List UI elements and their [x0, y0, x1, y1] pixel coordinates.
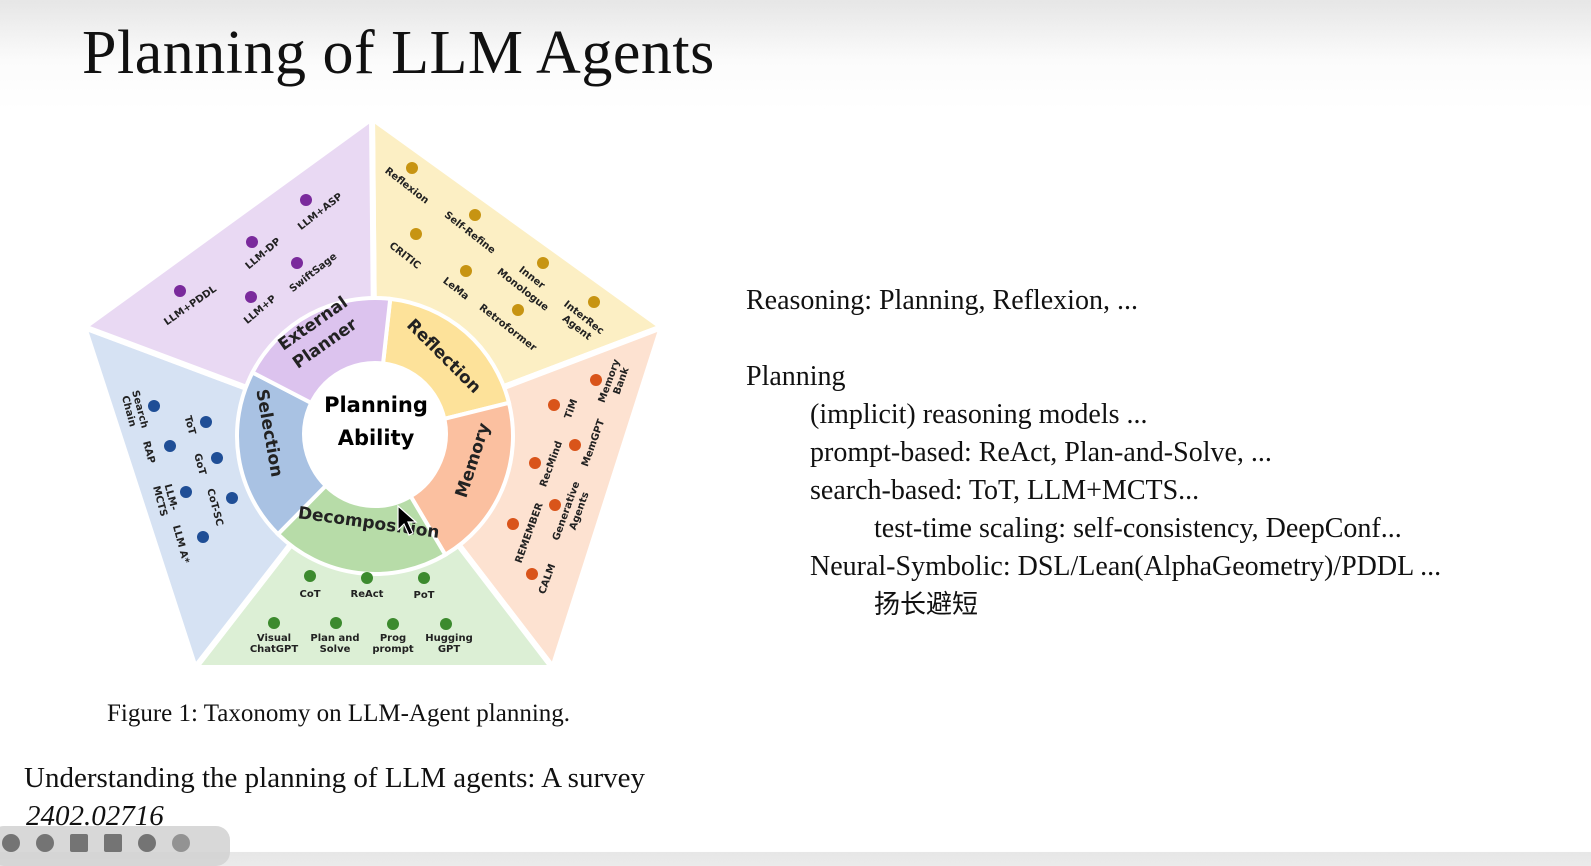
item-dot — [526, 568, 538, 580]
presentation-toolbar[interactable] — [0, 826, 230, 866]
item-dot — [245, 291, 257, 303]
center-label-line2: Ability — [338, 426, 415, 450]
item-dot — [549, 499, 561, 511]
slide-title: Planning of LLM Agents — [82, 19, 715, 87]
item-react: ReAct — [351, 589, 384, 600]
item-dot — [529, 457, 541, 469]
notes-line: Planning — [746, 361, 846, 392]
more-icon[interactable] — [172, 834, 190, 852]
item-dot — [164, 440, 176, 452]
item-dot — [246, 236, 258, 248]
item-dot — [361, 572, 373, 584]
item-dot — [590, 374, 602, 386]
notes-line: test-time scaling: self-consistency, Dee… — [874, 513, 1402, 544]
item-solve: Solve — [320, 644, 351, 655]
item-prompt: prompt — [372, 644, 414, 655]
item-dot — [330, 617, 342, 629]
item-dot — [211, 452, 223, 464]
notes-line: (implicit) reasoning models ... — [810, 399, 1148, 430]
item-dot — [440, 618, 452, 630]
item-dot — [268, 617, 280, 629]
item-prog: Prog — [380, 633, 406, 644]
item-dot — [548, 399, 560, 411]
item-dot — [174, 285, 186, 297]
item-dot — [418, 572, 430, 584]
item-dot — [410, 228, 422, 240]
center-circle — [302, 361, 448, 507]
notes-line: Neural-Symbolic: DSL/Lean(AlphaGeometry)… — [810, 551, 1442, 582]
item-gpt: GPT — [438, 644, 461, 655]
zoom-icon[interactable] — [138, 834, 156, 852]
item-dot — [569, 439, 581, 451]
item-dot — [304, 570, 316, 582]
reference-title: Understanding the planning of LLM agents… — [24, 762, 645, 794]
item-dot — [300, 194, 312, 206]
center-label-line1: Planning — [324, 393, 428, 417]
planning-taxonomy-figure: Planning Ability External Planner Reflec… — [77, 112, 669, 675]
notes-line: Reasoning: Planning, Reflexion, ... — [746, 285, 1138, 316]
item-dot — [469, 209, 481, 221]
slide-notes: Reasoning: Planning, Reflexion, ... Plan… — [746, 282, 1441, 624]
item-dot — [460, 265, 472, 277]
next-icon[interactable] — [36, 834, 54, 852]
pen-icon[interactable] — [70, 834, 88, 852]
item-pot: PoT — [413, 590, 434, 601]
item-dot — [148, 400, 160, 412]
previous-icon[interactable] — [2, 834, 20, 852]
item-tot: ToT — [182, 415, 198, 437]
item-chatgpt: ChatGPT — [250, 644, 299, 655]
item-dot — [197, 531, 209, 543]
notes-line: 扬长避短 — [874, 590, 979, 620]
item-dot — [387, 618, 399, 630]
item-cot: CoT — [299, 589, 320, 600]
item-hugging: Hugging — [425, 633, 473, 644]
item-plan-and: Plan and — [310, 633, 359, 644]
item-dot — [406, 162, 418, 174]
item-dot — [291, 257, 303, 269]
item-visual: Visual — [257, 633, 291, 644]
notes-line: prompt-based: ReAct, Plan-and-Solve, ... — [810, 437, 1272, 468]
notes-line: search-based: ToT, LLM+MCTS... — [810, 475, 1200, 506]
item-dot — [200, 416, 212, 428]
grid-icon[interactable] — [104, 834, 122, 852]
item-dot — [180, 486, 192, 498]
item-dot — [588, 296, 600, 308]
category-ring — [235, 296, 515, 576]
item-dot — [512, 304, 524, 316]
figure-caption: Figure 1: Taxonomy on LLM-Agent planning… — [107, 700, 571, 727]
mouse-cursor-icon — [397, 504, 418, 536]
item-dot — [226, 492, 238, 504]
item-dot — [507, 518, 519, 530]
item-dot — [537, 257, 549, 269]
